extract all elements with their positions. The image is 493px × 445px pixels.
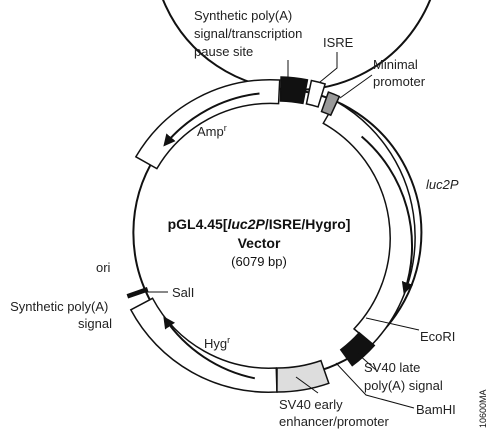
label-synthetic-polya: Synthetic poly(A) signal <box>10 299 112 331</box>
vector-name: pGL4.45[luc2P/ISRE/Hygro] <box>168 216 351 232</box>
poly-a-pause-band <box>279 76 309 105</box>
amp-arrow <box>163 92 260 147</box>
label-poly-a-pause: Synthetic poly(A) signal/transcription p… <box>194 8 306 59</box>
sv40-early-band <box>276 359 330 393</box>
leader-sv40-late <box>357 353 377 371</box>
sv40-late-band <box>339 331 376 367</box>
label-bamhi: BamHI <box>416 402 456 417</box>
vector-size: (6079 bp) <box>231 254 287 269</box>
leader-ecori <box>365 317 420 331</box>
figure-code: 10600MA <box>478 389 488 428</box>
luc2p-arrow <box>360 135 414 295</box>
label-sv40-late: SV40 late poly(A) signal <box>364 360 443 393</box>
label-ori: ori <box>96 260 111 275</box>
label-amp: Ampr <box>197 123 227 139</box>
label-isre: ISRE <box>323 35 354 50</box>
leader-sv40-early <box>295 376 319 394</box>
minimal-promoter-band <box>320 91 341 117</box>
label-luc2p: luc2P <box>426 177 459 192</box>
leader-isre <box>319 52 338 83</box>
leader-bamhi <box>335 362 415 409</box>
label-ecori: EcoRI <box>420 329 455 344</box>
synthetic-polya-marker <box>126 287 149 299</box>
label-sali: SalI <box>172 285 194 300</box>
vector-name-line2: Vector <box>238 235 281 251</box>
label-hyg: Hygr <box>204 335 230 351</box>
hyg-arrow <box>163 316 256 380</box>
isre-band <box>305 79 327 108</box>
label-sv40-early: SV40 early enhancer/promoter <box>279 397 390 429</box>
leader-minimal-promoter <box>339 74 373 99</box>
label-minimal-promoter: Minimal promoter <box>373 57 426 89</box>
